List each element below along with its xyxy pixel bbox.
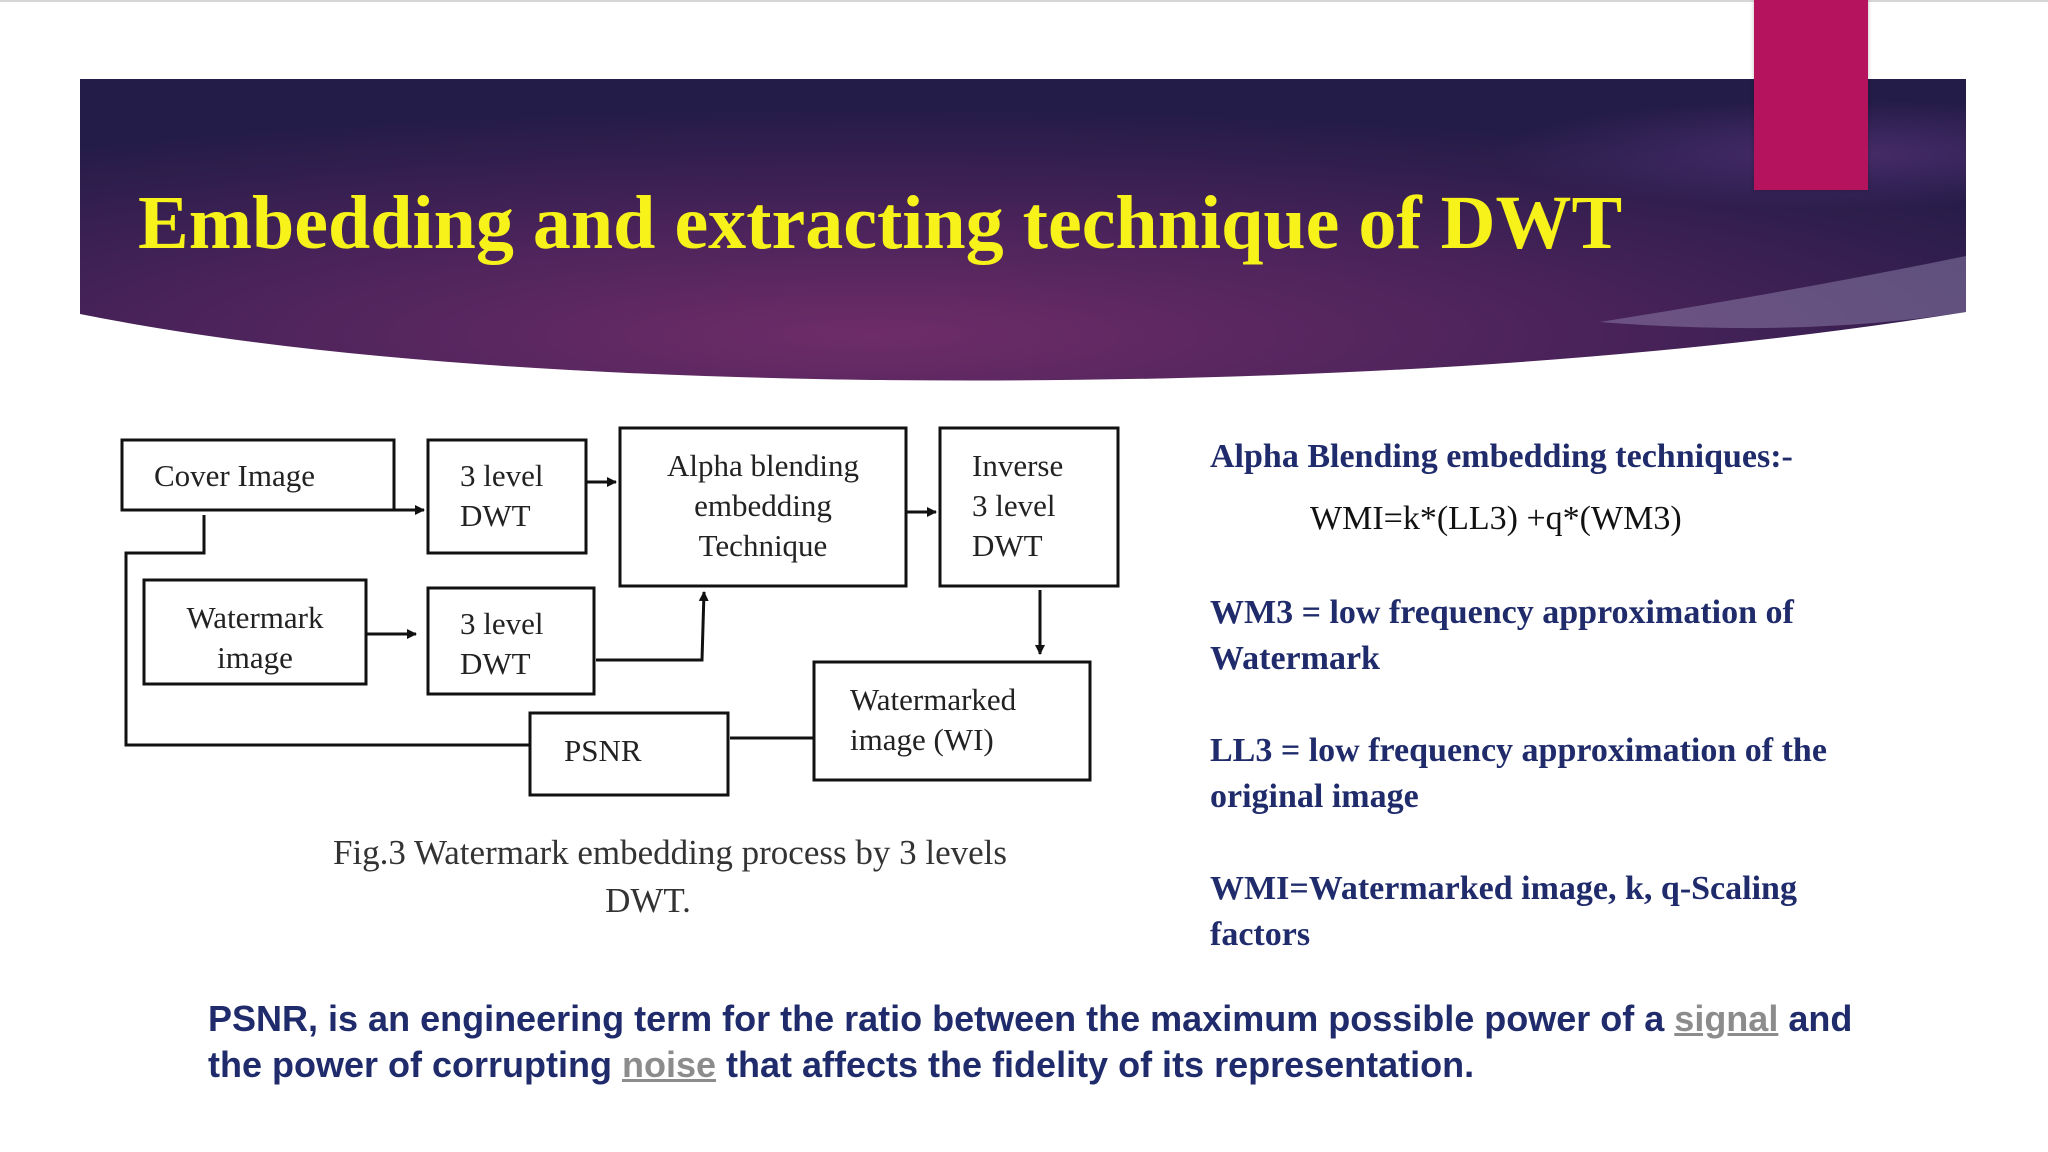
label-inverse-1: Inverse bbox=[972, 448, 1063, 483]
banner-glow bbox=[80, 79, 1966, 381]
label-psnr: PSNR bbox=[564, 733, 642, 768]
box-dwt-bottom bbox=[426, 586, 596, 696]
boxes bbox=[120, 426, 1120, 797]
box-alpha-blending bbox=[618, 426, 908, 588]
line-cover-to-psnr bbox=[124, 515, 530, 747]
accent-tab bbox=[1754, 0, 1868, 190]
wm3-definition: WM3 = low frequency approximation of Wat… bbox=[1210, 594, 1794, 677]
label-cover-image: Cover Image bbox=[154, 458, 315, 493]
label-watermark-1: Watermark bbox=[187, 600, 324, 635]
arrow-dwt-to-alpha-up bbox=[596, 591, 709, 662]
box-psnr bbox=[528, 711, 730, 797]
box-dwt-top bbox=[426, 438, 588, 555]
box-inverse-dwt bbox=[938, 426, 1120, 588]
banner-highlight bbox=[1600, 256, 1966, 329]
figure-caption-line-2: DWT. bbox=[605, 881, 691, 920]
label-watermarked-1: Watermarked bbox=[850, 682, 1017, 717]
top-border bbox=[0, 0, 2048, 2]
label-dwt-bottom-2: DWT bbox=[460, 646, 531, 681]
label-alpha-2: embedding bbox=[694, 488, 832, 523]
psnr-definition: PSNR, is an engineering term for the rat… bbox=[208, 996, 1888, 1088]
box-cover-image bbox=[120, 438, 396, 512]
psnr-definition-part-1: PSNR, is an engineering term for the rat… bbox=[208, 998, 1675, 1039]
title-banner bbox=[80, 79, 1966, 381]
wmi-definition: WMI=Watermarked image, k, q-Scaling fact… bbox=[1210, 870, 1797, 953]
label-dwt-top-2: DWT bbox=[460, 498, 531, 533]
box-watermarked-image bbox=[812, 660, 1092, 782]
psnr-definition-part-3: that affects the fidelity of its represe… bbox=[716, 1044, 1475, 1085]
signal-link[interactable]: signal bbox=[1674, 998, 1779, 1039]
label-dwt-bottom-1: 3 level bbox=[460, 606, 544, 641]
box-watermark-image bbox=[142, 578, 368, 686]
label-dwt-top-1: 3 level bbox=[460, 458, 544, 493]
label-inverse-3: DWT bbox=[972, 528, 1043, 563]
psnr-definition-part-2: and the power of corrupting bbox=[208, 998, 1853, 1085]
label-alpha-1: Alpha blending bbox=[667, 448, 859, 483]
ll3-definition: LL3 = low frequency approximation of the… bbox=[1210, 732, 1827, 815]
alpha-blending-heading: Alpha Blending embedding techniques:- bbox=[1210, 438, 1793, 475]
noise-link[interactable]: noise bbox=[621, 1044, 717, 1085]
label-watermarked-2: image (WI) bbox=[850, 722, 994, 757]
embedding-formula: WMI=k*(LL3) +q*(WM3) bbox=[1310, 500, 1682, 537]
figure-caption-line-1: Fig.3 Watermark embedding process by 3 l… bbox=[333, 833, 1007, 872]
label-alpha-3: Technique bbox=[699, 528, 828, 563]
slide-title: Embedding and extracting technique of DW… bbox=[138, 181, 1623, 265]
label-watermark-2: image bbox=[217, 640, 293, 675]
connectors bbox=[124, 477, 1045, 747]
label-inverse-2: 3 level bbox=[972, 488, 1056, 523]
